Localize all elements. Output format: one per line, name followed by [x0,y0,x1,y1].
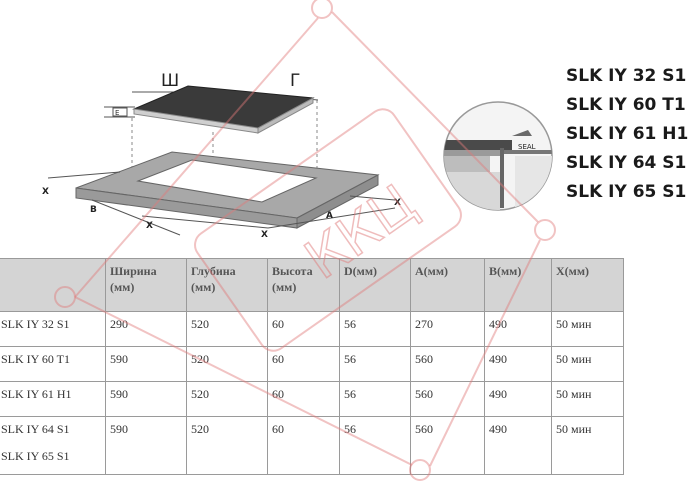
cell-b: 490 [484,381,552,417]
cell-width: 590 [105,346,187,382]
cell-d: 56 [339,346,411,382]
countertop [75,151,380,229]
table-row: SLK IY 61 H1 590 520 60 56 560 490 50 ми… [0,381,624,417]
cell-d: 56 [339,311,411,347]
model-name: SLK IY 32 S1 [566,66,687,86]
cell-width: 590 [105,381,187,417]
dim-x-bottom: X [261,230,268,240]
header-x: X(мм) [551,258,624,312]
cell-model: SLK IY 32 S1 [0,311,106,347]
seal-detail [443,101,553,211]
cell-model: SLK IY 64 S1 SLK IY 65 S1 [0,416,106,475]
table-row: SLK IY 32 S1 290 520 60 56 270 490 50 ми… [0,311,624,347]
cell-model: SLK IY 60 T1 [0,346,106,382]
cell-x: 50 мин [551,416,624,475]
cell-x: 50 мин [551,311,624,347]
edge-label: E [115,109,119,117]
cell-height: 60 [267,311,340,347]
cell-width: 590 [105,416,187,475]
cell-a: 560 [410,416,485,475]
table-row: SLK IY 64 S1 SLK IY 65 S1 590 520 60 56 … [0,416,624,475]
cell-d: 56 [339,416,411,475]
cell-depth: 520 [186,311,268,347]
cell-model: SLK IY 61 H1 [0,381,106,417]
table-row: SLK IY 60 T1 590 520 60 56 560 490 50 ми… [0,346,624,382]
dim-x-front: X [146,221,153,231]
model-name: SLK IY 64 S1 [1,422,70,436]
header-a: A(мм) [410,258,485,312]
header-d: D(мм) [339,258,411,312]
spec-table: Ширина (мм) Глубина (мм) Высота (мм) D(м… [0,258,624,475]
cell-x: 50 мин [551,346,624,382]
cell-a: 560 [410,346,485,382]
model-name: SLK IY 64 S1 [566,153,687,173]
cell-depth: 520 [186,346,268,382]
cell-a: 270 [410,311,485,347]
header-height: Высота (мм) [267,258,340,312]
cell-x: 50 мин [551,381,624,417]
cell-b: 490 [484,416,552,475]
cell-b: 490 [484,346,552,382]
header-depth: Глубина (мм) [186,258,268,312]
cell-height: 60 [267,346,340,382]
model-list: SLK IY 32 S1 SLK IY 60 T1 SLK IY 61 H1 S… [566,62,688,207]
cell-d: 56 [339,381,411,417]
width-label: Ш [161,71,179,91]
cell-height: 60 [267,381,340,417]
model-name: SLK IY 60 T1 [566,95,686,115]
cell-height: 60 [267,416,340,475]
cell-a: 560 [410,381,485,417]
model-name: SLK IY 65 S1 [1,449,70,463]
table-header-row: Ширина (мм) Глубина (мм) Высота (мм) D(м… [0,258,624,312]
model-name: SLK IY 65 S1 [566,182,687,202]
model-name: SLK IY 61 H1 [566,124,689,144]
cell-b: 490 [484,311,552,347]
cell-width: 290 [105,311,187,347]
dim-b: B [90,205,97,215]
header-width: Ширина (мм) [105,258,187,312]
installation-diagram: Ш Г E X B X X A X [42,71,553,240]
dim-a: A [326,211,333,221]
seal-label: SEAL [518,143,536,151]
cell-depth: 520 [186,381,268,417]
header-model [0,258,106,312]
cell-depth: 520 [186,416,268,475]
edge-callout [104,106,135,118]
header-b: B(мм) [484,258,552,312]
depth-label: Г [290,71,300,91]
dim-x-left: X [42,187,49,197]
dim-x-right: X [394,198,401,208]
